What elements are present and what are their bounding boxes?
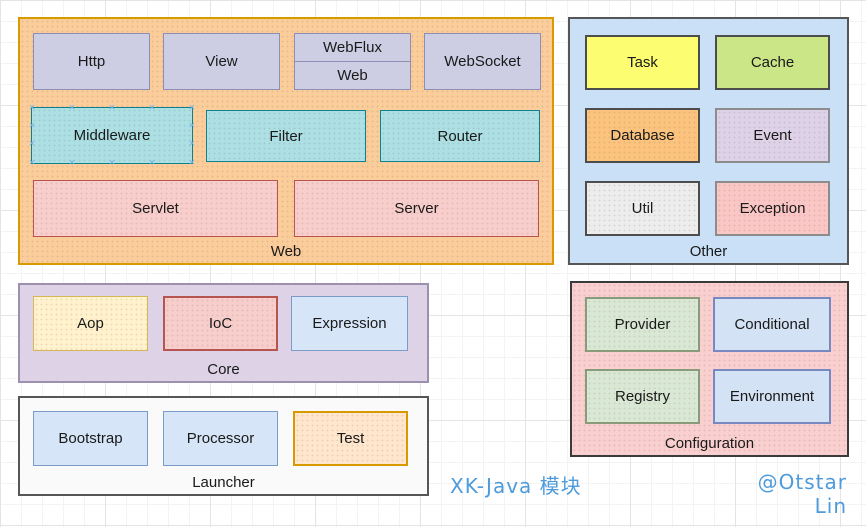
group-launcher[interactable]: Bootstrap Processor Test Launcher [18, 396, 429, 496]
group-label-other: Other [689, 243, 728, 260]
selection-handle[interactable]: ✕ [108, 158, 116, 167]
module-box-test[interactable]: Test [293, 411, 408, 466]
module-label-server: Server [394, 200, 439, 217]
module-box-provider[interactable]: Provider [585, 297, 700, 352]
selection-handle[interactable]: ✕ [148, 103, 156, 112]
module-label-http: Http [77, 53, 106, 70]
module-label-cache: Cache [750, 54, 795, 71]
module-label-bootstrap: Bootstrap [58, 430, 123, 447]
module-label-web: Web [337, 67, 368, 84]
module-label-environment: Environment [729, 388, 815, 405]
credit-text[interactable]: @Otstar Lin [757, 470, 847, 518]
module-box-router[interactable]: Router [380, 110, 540, 162]
selection-handle[interactable]: ✕ [28, 139, 36, 149]
module-box-exception[interactable]: Exception [715, 181, 830, 236]
module-box-event[interactable]: Event [715, 108, 830, 163]
module-box-ioc[interactable]: IoC [163, 296, 278, 351]
module-label-servlet: Servlet [132, 200, 179, 217]
module-box-middleware-selected[interactable]: Middleware ✕ ✕ ✕ ✕ ✕ ✕ ✕ ✕ ✕ ✕ ✕ ✕ ✕ ✕ [28, 103, 196, 167]
module-box-filter[interactable]: Filter [206, 110, 366, 162]
module-box-webflux-web[interactable]: WebFlux Web [294, 33, 411, 90]
selection-handle[interactable]: ✕ [188, 158, 196, 167]
selection-handle[interactable]: ✕ [68, 158, 76, 167]
selection-handle[interactable]: ✕ [28, 158, 36, 167]
module-label-expression: Expression [312, 315, 387, 332]
module-box-registry[interactable]: Registry [585, 369, 700, 424]
selection-handle[interactable]: ✕ [28, 121, 36, 131]
selection-handle[interactable]: ✕ [68, 103, 76, 112]
module-box-expression[interactable]: Expression [291, 296, 408, 351]
module-label-middleware: Middleware [73, 127, 151, 144]
group-label-launcher: Launcher [192, 474, 255, 491]
selection-handle[interactable]: ✕ [188, 121, 196, 131]
group-label-core: Core [207, 361, 240, 378]
module-box-task[interactable]: Task [585, 35, 700, 90]
module-label-aop: Aop [77, 315, 104, 332]
module-label-router: Router [437, 127, 483, 145]
module-label-websocket: WebSocket [444, 53, 521, 70]
selection-handle[interactable]: ✕ [188, 139, 196, 149]
module-box-webflux[interactable]: WebFlux [295, 34, 410, 62]
module-box-http[interactable]: Http [33, 33, 150, 90]
module-box-conditional[interactable]: Conditional [713, 297, 831, 352]
module-label-view: View [205, 53, 238, 70]
module-box-servlet[interactable]: Servlet [33, 180, 278, 237]
module-box-websocket[interactable]: WebSocket [424, 33, 541, 90]
module-label-processor: Processor [186, 430, 255, 447]
module-label-webflux: WebFlux [323, 39, 382, 56]
module-box-aop[interactable]: Aop [33, 296, 148, 351]
module-label-task: Task [627, 54, 658, 71]
module-label-registry: Registry [614, 388, 670, 405]
module-box-database[interactable]: Database [585, 108, 700, 163]
group-core[interactable]: Aop IoC Expression Core [18, 283, 429, 383]
module-box-server[interactable]: Server [294, 180, 539, 237]
selection-handle[interactable]: ✕ [108, 103, 116, 112]
module-label-ioc: IoC [208, 315, 233, 332]
module-label-database: Database [610, 127, 675, 144]
module-label-event: Event [753, 127, 792, 144]
module-label-conditional: Conditional [734, 316, 810, 333]
module-label-filter: Filter [269, 127, 303, 145]
module-label-test: Test [336, 430, 365, 447]
diagram-title-text[interactable]: XK-Java 模块 [450, 474, 582, 498]
group-configuration[interactable]: Provider Conditional Registry Environmen… [570, 281, 849, 457]
module-label-exception: Exception [739, 200, 806, 217]
selection-handle[interactable]: ✕ [148, 158, 156, 167]
module-box-web[interactable]: Web [295, 62, 410, 89]
selection-handle[interactable]: ✕ [188, 103, 196, 112]
group-label-configuration: Configuration [664, 435, 755, 452]
module-box-cache[interactable]: Cache [715, 35, 830, 90]
module-box-environment[interactable]: Environment [713, 369, 831, 424]
module-box-util[interactable]: Util [585, 181, 700, 236]
group-label-web: Web [270, 243, 302, 260]
module-box-processor[interactable]: Processor [163, 411, 278, 466]
group-other[interactable]: Task Cache Database Event Util Exception… [568, 17, 849, 265]
module-box-bootstrap[interactable]: Bootstrap [33, 411, 148, 466]
module-label-provider: Provider [614, 316, 671, 333]
selection-handle[interactable]: ✕ [28, 103, 36, 112]
group-web[interactable]: Http View WebFlux Web WebSocket Middlewa… [18, 17, 554, 265]
module-box-view[interactable]: View [163, 33, 280, 90]
module-label-util: Util [631, 200, 654, 217]
